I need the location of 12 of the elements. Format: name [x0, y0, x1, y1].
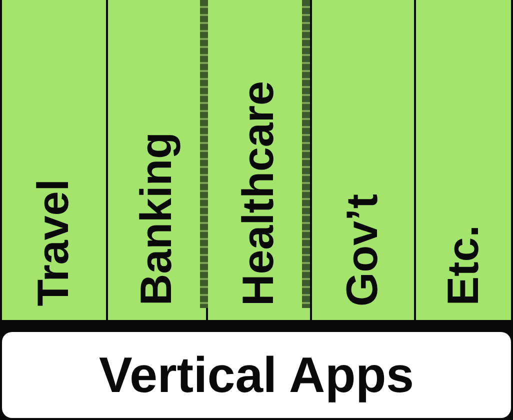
category-column [312, 0, 414, 320]
column-label: Travel [32, 178, 76, 306]
column-label: Healthcare [237, 80, 281, 306]
column-label: Etc. [442, 225, 486, 306]
column-label: Banking [135, 132, 179, 306]
category-column [208, 0, 310, 320]
category-column [2, 0, 106, 320]
column-label: Gov’t [341, 194, 385, 306]
layer-label: Vertical Apps [98, 346, 415, 404]
layer-bar [2, 332, 511, 418]
category-column [416, 0, 511, 320]
category-column [108, 0, 206, 320]
